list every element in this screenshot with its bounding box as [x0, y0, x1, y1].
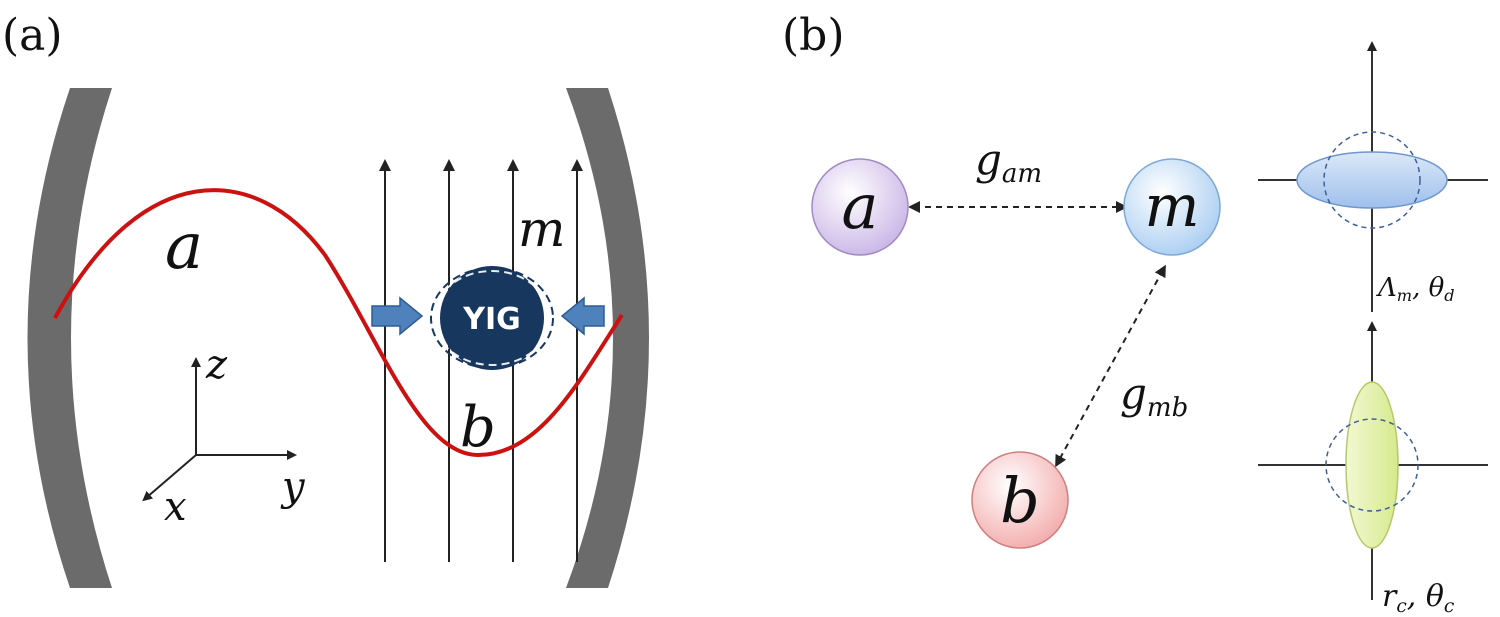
- panel-a-label: (a): [2, 10, 63, 61]
- yig-sphere: YIG: [430, 266, 554, 370]
- node-m: m: [1123, 158, 1221, 256]
- axis-x-label: x: [164, 484, 187, 530]
- phonon-mode-label: b: [460, 395, 496, 460]
- coupling-mb-label: gmb: [1120, 369, 1188, 423]
- axis-z-label: z: [205, 342, 228, 388]
- right-squeeze-arrow: [560, 296, 605, 336]
- node-a: a: [811, 158, 909, 256]
- cavity-squeezing-params: rc, θc: [1382, 579, 1455, 617]
- panel-b-label: (b): [782, 10, 845, 61]
- yig-label: YIG: [462, 302, 521, 337]
- magnon-squeezed-ellipse: [1296, 151, 1448, 209]
- magnon-squeezing-plot: [1258, 41, 1488, 312]
- cavity-squeezing-plot: [1258, 321, 1488, 600]
- cavity-vacuum-circle: [1325, 418, 1419, 512]
- axis-y-label: y: [280, 464, 306, 510]
- left-squeeze-arrow: [371, 296, 424, 336]
- coupling-am-label: gam: [975, 135, 1042, 189]
- node-b-label: b: [1000, 464, 1040, 537]
- node-b: b: [971, 451, 1069, 549]
- photon-mode-label: a: [165, 210, 203, 284]
- magnon-vacuum-circle: [1323, 131, 1421, 229]
- node-a-label: a: [842, 170, 879, 243]
- node-m-label: m: [1145, 172, 1200, 240]
- cavity-squeezed-ellipse: [1345, 381, 1399, 549]
- right-mirror: [566, 88, 649, 588]
- magnon-mode-label: m: [518, 200, 565, 258]
- cavity-wave: [53, 188, 624, 458]
- coupling-mb-arrow: [1055, 264, 1166, 468]
- magnon-squeezing-params: Λm, θd: [1376, 273, 1455, 305]
- left-mirror: [27, 88, 112, 588]
- coordinate-axes: [142, 357, 297, 502]
